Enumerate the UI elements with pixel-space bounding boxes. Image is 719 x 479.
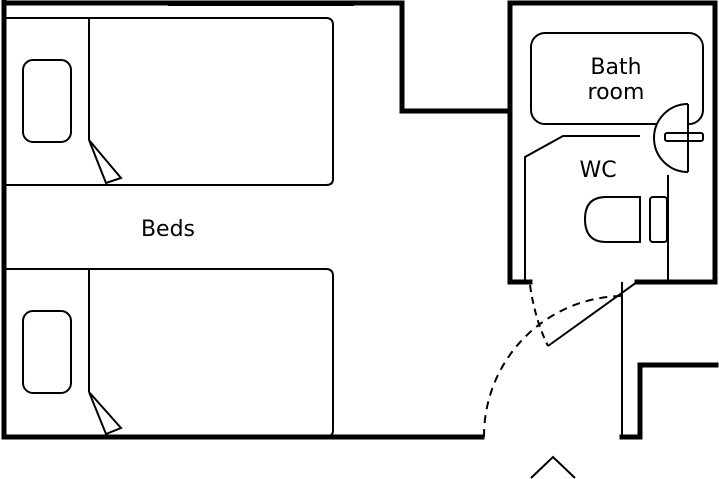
beds-label: Beds <box>141 217 195 242</box>
bathroom-label-line2: room <box>588 80 645 105</box>
main-door-leaf <box>547 281 638 347</box>
bed-bottom <box>4 268 334 438</box>
wc-label: WC <box>579 158 616 183</box>
bathroom-label-line1: Bath <box>590 55 641 80</box>
washbasin <box>653 103 704 173</box>
bed-top-frame <box>4 17 334 186</box>
bed-bottom-blanket-fold <box>88 391 123 436</box>
bed-bottom-frame <box>4 268 334 438</box>
wall-bathroom-outer <box>507 0 718 285</box>
toilet-bowl <box>583 196 641 243</box>
wall-right-lower <box>619 362 719 440</box>
bathtub-basin <box>530 32 704 125</box>
bed-bottom-pillow <box>22 310 72 394</box>
toilet <box>583 196 668 243</box>
entrance-arrow-icon <box>530 455 576 479</box>
bathtub <box>530 32 704 125</box>
main-door-swing <box>482 295 623 438</box>
wall-closet <box>399 0 513 114</box>
bed-top-pillow <box>22 59 72 143</box>
doors <box>482 281 638 438</box>
bath-partition <box>524 135 640 282</box>
bed-top-blanket-fold <box>88 139 123 185</box>
toilet-tank <box>649 196 668 243</box>
bed-top <box>4 17 334 186</box>
bathroom-door-swing <box>529 284 549 347</box>
tap-icon <box>664 132 704 142</box>
